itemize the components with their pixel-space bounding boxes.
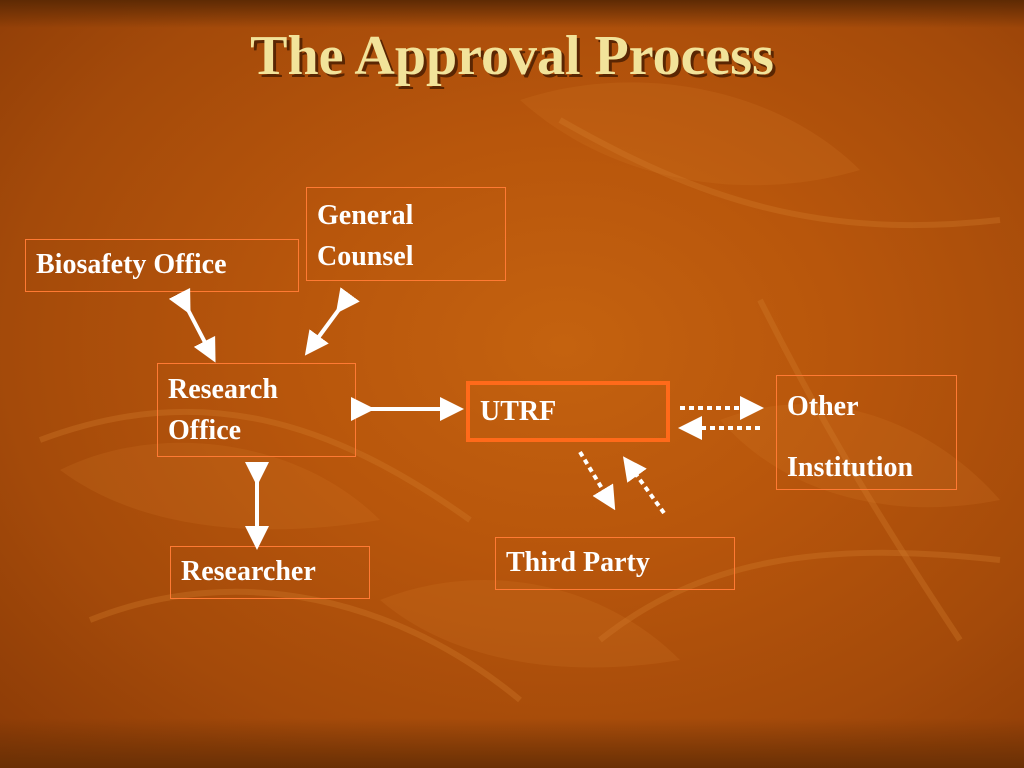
utrf-box: UTRF (466, 381, 670, 442)
researcher-box: Researcher (170, 546, 370, 599)
other-institution-label-line2: Institution (787, 452, 914, 483)
general-counsel-box: General Counsel (306, 187, 506, 281)
third-party-box: Third Party (495, 537, 735, 590)
arrow-utrf-to-third-party (578, 450, 616, 511)
research-office-label-line1: Research (168, 374, 278, 405)
third-party-label: Third Party (506, 547, 650, 578)
researcher-label: Researcher (181, 556, 316, 587)
other-institution-box: Other Institution (776, 375, 957, 490)
general-counsel-label-line1: General (317, 200, 414, 231)
arrow-counsel-research (304, 287, 360, 356)
general-counsel-label-line2: Counsel (317, 241, 414, 272)
biosafety-office-box: Biosafety Office (25, 239, 299, 292)
utrf-label: UTRF (480, 396, 557, 427)
arrow-third-party-to-utrf (622, 456, 666, 515)
other-institution-label-line1: Other (787, 391, 859, 422)
research-office-label-line2: Office (168, 415, 242, 446)
biosafety-office-label: Biosafety Office (36, 249, 227, 280)
arrow-biosafety-research (168, 287, 216, 363)
slide-title: The Approval Process (250, 25, 774, 87)
